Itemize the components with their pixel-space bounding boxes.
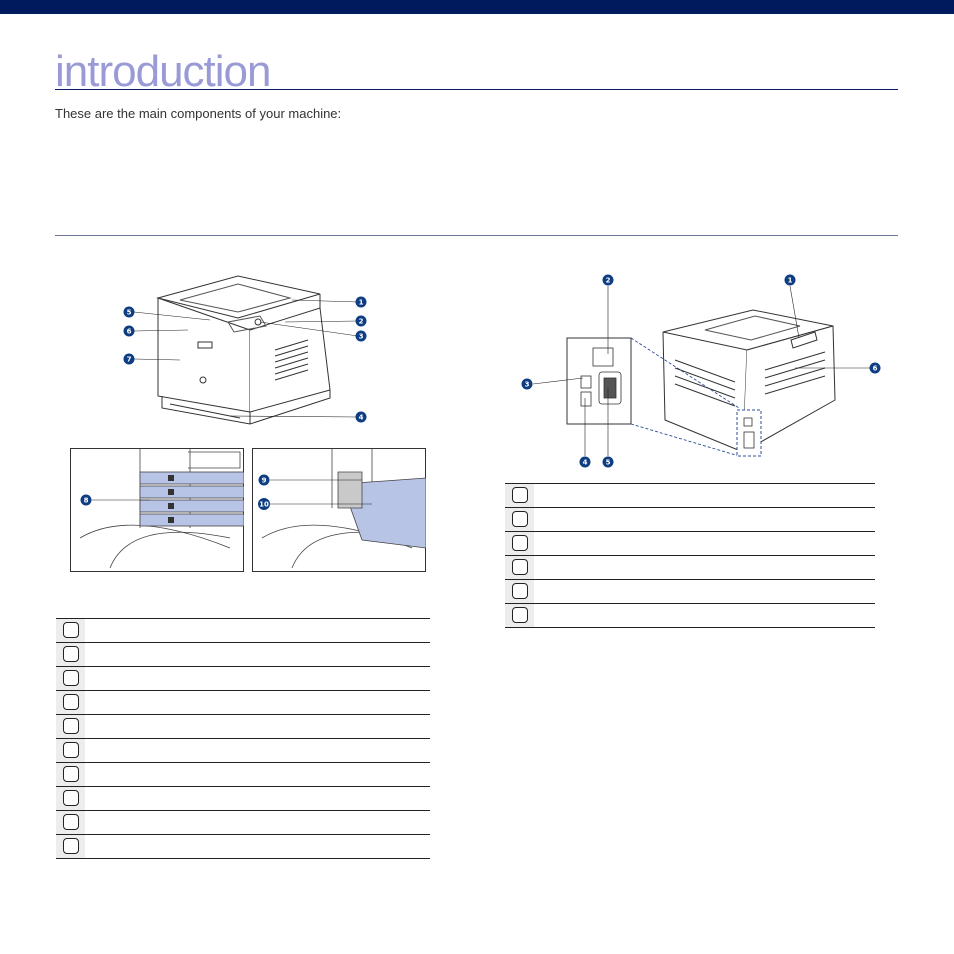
svg-text:4: 4 (583, 459, 588, 467)
number-box (62, 622, 79, 639)
front-callout-3: 3 (355, 330, 367, 342)
svg-text:5: 5 (127, 309, 132, 317)
rear-printer-illustration: 1 2 3 4 5 6 (521, 274, 881, 468)
table-row (505, 483, 875, 508)
number-box (62, 646, 79, 663)
svg-text:3: 3 (525, 381, 530, 389)
number-box (62, 670, 79, 687)
inset-callout-10: 10 (258, 498, 270, 510)
intro-text: These are the main components of your ma… (55, 106, 342, 121)
inset-callout-9: 9 (258, 474, 270, 486)
front-view-figure: 1 2 3 4 5 6 7 (110, 270, 380, 430)
number-box (62, 790, 79, 807)
front-callout-6: 6 (123, 325, 135, 337)
front-callout-2: 2 (355, 315, 367, 327)
svg-text:7: 7 (127, 356, 132, 364)
table-row (56, 738, 430, 763)
svg-text:4: 4 (359, 414, 364, 422)
table-row (56, 810, 430, 835)
row-description (85, 834, 430, 859)
toner-inset-illustration: 8 (70, 448, 244, 572)
number-box (511, 607, 528, 624)
rear-parts-table (505, 483, 875, 628)
svg-text:5: 5 (606, 459, 611, 467)
rear-callout-4: 4 (579, 456, 591, 468)
row-description (534, 531, 875, 556)
row-description (85, 786, 430, 811)
table-row (505, 603, 875, 628)
table-row (56, 618, 430, 643)
number-box (62, 742, 79, 759)
imaging-unit-inset-figure: 9 10 (252, 448, 426, 572)
row-description (534, 483, 875, 508)
svg-text:2: 2 (359, 318, 364, 326)
title-divider (55, 89, 898, 90)
svg-text:10: 10 (259, 501, 269, 509)
rear-callout-5: 5 (602, 456, 614, 468)
svg-text:9: 9 (262, 477, 267, 485)
rear-callout-3: 3 (521, 378, 533, 390)
number-box (511, 535, 528, 552)
toner-inset-figure: 8 (70, 448, 244, 572)
row-description (85, 714, 430, 739)
table-row (56, 690, 430, 715)
row-description (85, 666, 430, 691)
front-callout-4: 4 (355, 411, 367, 423)
svg-text:6: 6 (127, 328, 132, 336)
svg-text:1: 1 (359, 299, 364, 307)
section-divider (55, 235, 898, 236)
imaging-unit-inset-illustration: 9 10 (252, 448, 426, 572)
table-row (56, 786, 430, 811)
rear-view-figure: 1 2 3 4 5 6 (515, 270, 890, 470)
table-row (505, 531, 875, 556)
rear-callout-2: 2 (602, 274, 614, 286)
front-printer-illustration: 1 2 3 4 5 6 7 (123, 275, 367, 425)
row-description (534, 579, 875, 604)
row-description (85, 762, 430, 787)
row-description (534, 603, 875, 628)
number-box (62, 718, 79, 735)
row-description (85, 642, 430, 667)
front-parts-table (56, 618, 430, 859)
svg-text:2: 2 (606, 277, 611, 285)
table-row (56, 666, 430, 691)
row-description (534, 555, 875, 580)
number-box (511, 511, 528, 528)
table-row (56, 834, 430, 859)
svg-text:8: 8 (84, 497, 89, 505)
front-callout-5: 5 (123, 306, 135, 318)
row-description (534, 507, 875, 532)
rear-callout-6: 6 (869, 362, 881, 374)
number-box (511, 559, 528, 576)
table-row (56, 642, 430, 667)
row-description (85, 618, 430, 643)
number-box (62, 814, 79, 831)
number-box (511, 487, 528, 504)
row-description (85, 690, 430, 715)
number-box (62, 766, 79, 783)
table-row (56, 714, 430, 739)
row-description (85, 810, 430, 835)
page-title: introduction (55, 47, 271, 96)
table-row (56, 762, 430, 787)
row-description (85, 738, 430, 763)
table-row (505, 579, 875, 604)
rear-callout-1: 1 (784, 274, 796, 286)
number-box (62, 838, 79, 855)
svg-text:3: 3 (359, 333, 364, 341)
front-callout-1: 1 (355, 296, 367, 308)
number-box (511, 583, 528, 600)
svg-text:1: 1 (788, 277, 793, 285)
number-box (62, 694, 79, 711)
inset-callout-8: 8 (80, 494, 92, 506)
table-row (505, 507, 875, 532)
table-row (505, 555, 875, 580)
front-callout-7: 7 (123, 353, 135, 365)
header-bar (0, 0, 954, 14)
svg-text:6: 6 (873, 365, 878, 373)
